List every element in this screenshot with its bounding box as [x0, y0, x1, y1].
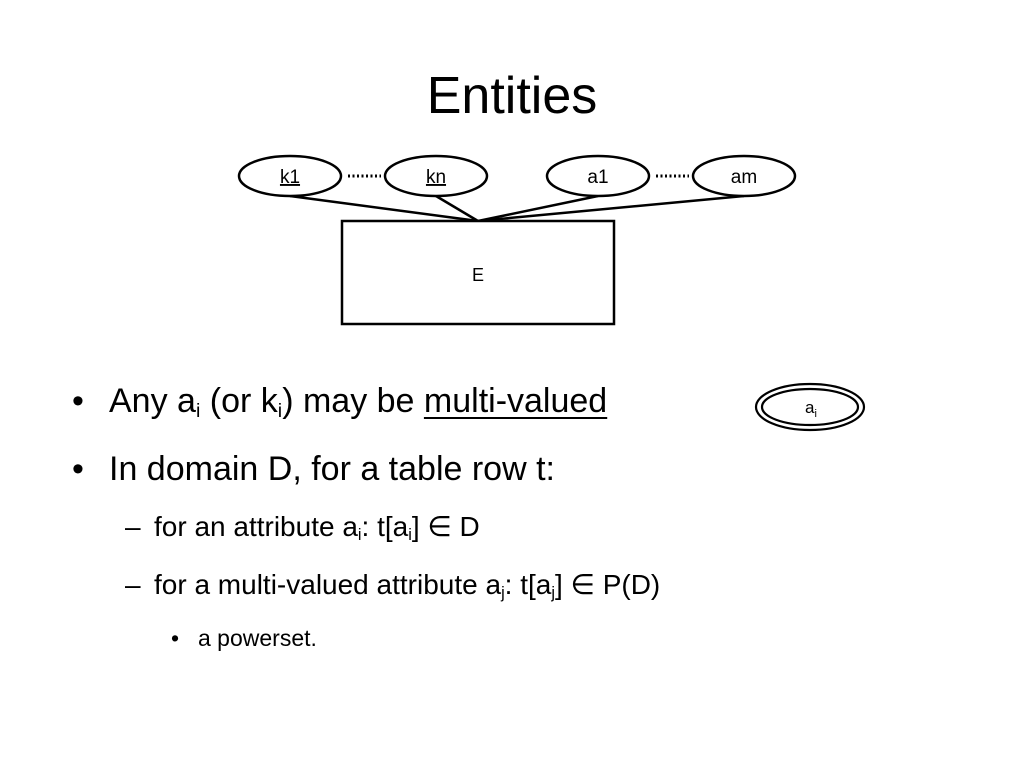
slide-title: Entities [426, 67, 598, 125]
entity-label: E [472, 265, 484, 285]
attribute-a1-label: a1 [587, 167, 608, 188]
bullet-marker: • [72, 382, 84, 420]
subbullet-text: for an attribute ai: t[ai] ∈ D [154, 511, 480, 545]
attribute-k1-ellipse [237, 154, 343, 198]
bullet-text: In domain D, for a table row t: [109, 450, 555, 488]
connector-kn [435, 194, 479, 223]
entity-box [340, 219, 616, 326]
attribute-k1-label: k1 [280, 167, 300, 188]
attribute-a1-ellipse [545, 154, 651, 198]
attribute-am-ellipse [691, 154, 797, 198]
dash-marker: – [125, 569, 141, 600]
subsubbullet-text: a powerset. [198, 625, 317, 651]
bullet-text: Any ai (or ki) may be multi-valued [109, 382, 608, 422]
attribute-am-label: am [731, 167, 757, 188]
connector-am [477, 194, 745, 223]
bullet-marker: • [171, 625, 180, 651]
multivalued-symbol-label: ai [805, 398, 817, 420]
attribute-kn-label: kn [426, 167, 446, 188]
connector-a1 [477, 194, 599, 223]
dash-marker: – [125, 511, 141, 542]
attribute-kn-ellipse [383, 154, 489, 198]
bullet-marker: • [72, 450, 84, 488]
connector-k1 [289, 194, 479, 223]
multi-valued-term: multi-valued [423, 382, 608, 420]
subbullet-text: for a multi-valued attribute aj: t[aj] ∈… [154, 569, 661, 603]
multivalued-inner-ellipse [760, 387, 860, 427]
